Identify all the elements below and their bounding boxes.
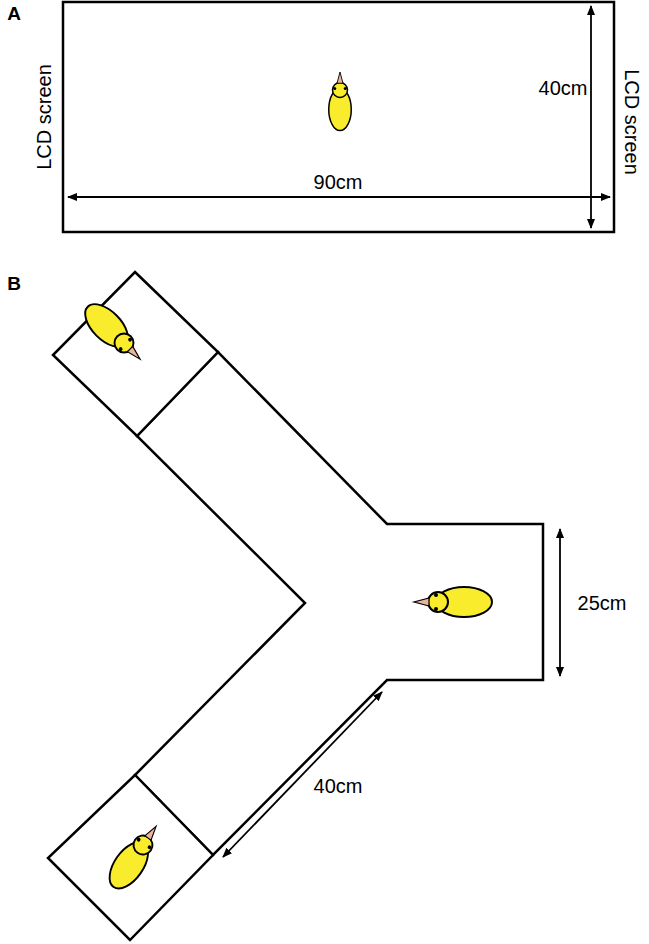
dimension-arrow [559, 529, 561, 676]
goal-box [53, 272, 218, 436]
chick [329, 72, 352, 131]
chick [414, 587, 492, 617]
goal-box [48, 775, 213, 940]
dimension-arrow [68, 196, 610, 198]
screen-label: LCD screen [33, 64, 55, 170]
panel-letter: B [7, 274, 21, 295]
panel-letter: A [7, 4, 21, 25]
dimension-label: 25cm [578, 592, 627, 614]
arena [63, 2, 614, 232]
chick [78, 297, 151, 370]
dimension-label: 90cm [312, 171, 365, 193]
chick [102, 818, 168, 895]
screen-label: LCD screen [621, 69, 643, 175]
dimension-arrow [223, 692, 382, 857]
dimension-label: 40cm [314, 775, 363, 797]
dimension-label: 40cm [539, 77, 588, 99]
dimension-arrow [590, 6, 592, 228]
y-maze [135, 352, 543, 855]
